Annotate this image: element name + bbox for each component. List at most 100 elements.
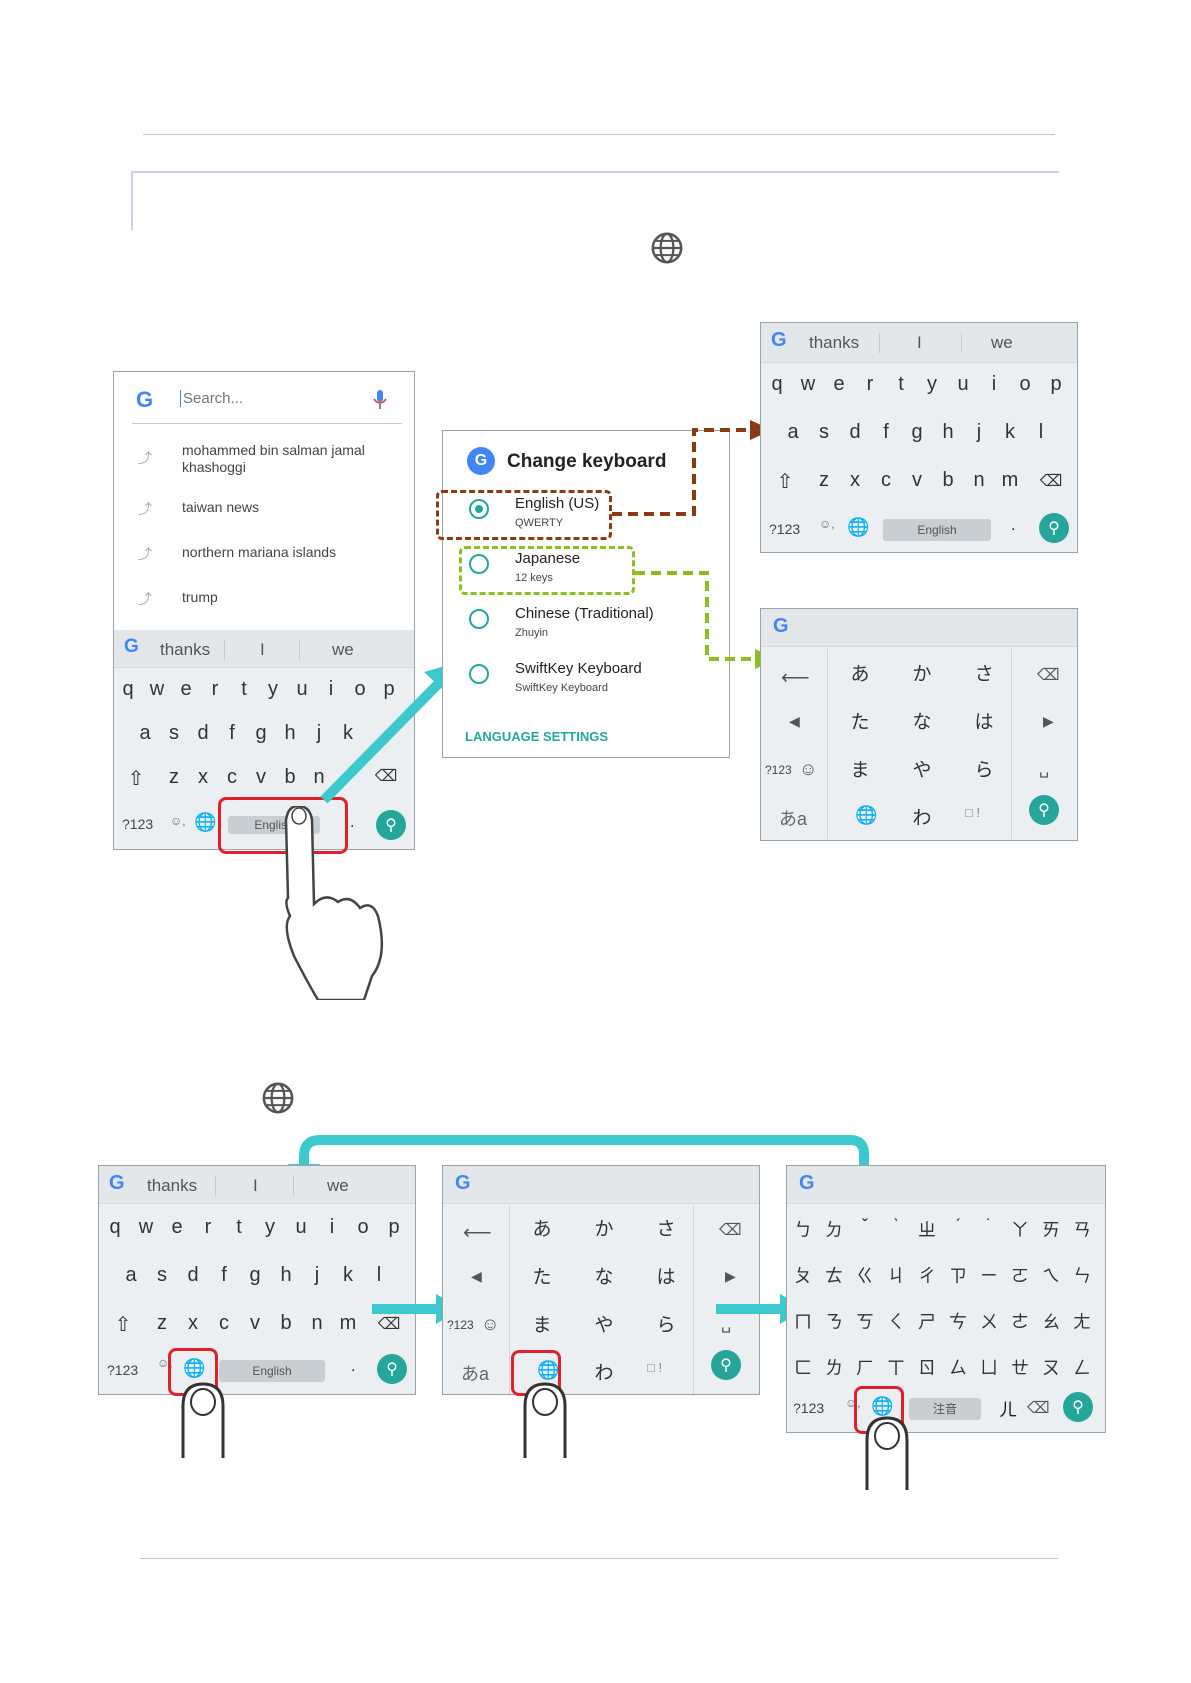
- zhuyin-key[interactable]: ㄍ: [856, 1266, 874, 1286]
- key-d[interactable]: d: [849, 421, 861, 443]
- kana-key-na[interactable]: な: [594, 1267, 614, 1288]
- zhuyin-key[interactable]: ㄅ: [794, 1220, 812, 1240]
- kana-key-ha[interactable]: は: [656, 1267, 676, 1288]
- key-z[interactable]: z: [157, 1312, 167, 1334]
- zhuyin-key[interactable]: ㄎ: [856, 1312, 874, 1332]
- suggestion-item[interactable]: thanks: [809, 333, 860, 352]
- suggestion-item[interactable]: I: [260, 640, 265, 659]
- back-arrow-icon[interactable]: ⟵: [463, 1222, 492, 1244]
- key-q[interactable]: q: [122, 678, 134, 700]
- right-arrow-icon[interactable]: ▶: [1043, 713, 1054, 729]
- key-x[interactable]: x: [188, 1312, 198, 1334]
- key-k[interactable]: k: [343, 722, 353, 744]
- space-bar[interactable]: 注音: [909, 1398, 981, 1420]
- left-arrow-icon[interactable]: ◀: [471, 1268, 482, 1284]
- key-l[interactable]: l: [1038, 421, 1044, 443]
- radio-icon[interactable]: [469, 664, 489, 684]
- key-j[interactable]: j: [316, 722, 322, 744]
- key-b[interactable]: b: [942, 469, 954, 491]
- globe-icon[interactable]: 🌐: [537, 1360, 560, 1380]
- zhuyin-key[interactable]: ㄐ: [887, 1266, 905, 1286]
- zhuyin-key[interactable]: ㄞ: [1042, 1220, 1060, 1240]
- period-key[interactable]: .: [351, 1358, 356, 1375]
- kana-key-ta[interactable]: た: [850, 712, 870, 733]
- key-e[interactable]: e: [833, 373, 845, 395]
- key-a[interactable]: a: [125, 1264, 137, 1286]
- language-settings-link[interactable]: LANGUAGE SETTINGS: [465, 729, 609, 744]
- key-s[interactable]: s: [819, 421, 829, 443]
- er-key[interactable]: ㄦ: [999, 1400, 1017, 1420]
- option-swiftkey[interactable]: SwiftKey Keyboard SwiftKey Keyboard: [443, 656, 729, 706]
- emoji-key[interactable]: ☺,: [819, 517, 835, 531]
- zhuyin-key[interactable]: ㄔ: [918, 1266, 936, 1286]
- kana-key-ya[interactable]: や: [594, 1315, 614, 1336]
- zhuyin-key[interactable]: ㄧ: [980, 1266, 998, 1286]
- shift-icon[interactable]: ⇧: [127, 768, 145, 790]
- zhuyin-key[interactable]: ㄤ: [1073, 1312, 1091, 1332]
- key-n[interactable]: n: [313, 766, 325, 788]
- radio-selected-icon[interactable]: [469, 499, 489, 519]
- key-h[interactable]: h: [284, 722, 296, 744]
- list-item[interactable]: ⤴ mohammed bin salman jamal khashoggi: [114, 442, 414, 482]
- key-g[interactable]: g: [255, 722, 267, 744]
- search-icon[interactable]: ⚲: [1063, 1392, 1093, 1422]
- space-key-icon[interactable]: ␣: [721, 1316, 732, 1333]
- globe-icon[interactable]: 🌐: [847, 517, 870, 537]
- key-i[interactable]: i: [329, 1216, 335, 1238]
- key-n[interactable]: n: [311, 1312, 323, 1334]
- symbols-key[interactable]: ?123: [447, 1318, 474, 1332]
- zhuyin-key[interactable]: ˙: [986, 1216, 992, 1236]
- zhuyin-key[interactable]: ˋ: [893, 1216, 899, 1236]
- backspace-icon[interactable]: ⌫: [1027, 1400, 1050, 1417]
- globe-icon[interactable]: 🌐: [183, 1358, 206, 1378]
- suggestion-item[interactable]: thanks: [160, 640, 211, 659]
- zhuyin-key[interactable]: ㄨ: [980, 1312, 998, 1332]
- key-k[interactable]: k: [343, 1264, 353, 1286]
- key-f[interactable]: f: [221, 1264, 227, 1286]
- zhuyin-key[interactable]: ㄟ: [1042, 1266, 1060, 1286]
- key-x[interactable]: x: [198, 766, 208, 788]
- key-f[interactable]: f: [229, 722, 235, 744]
- zhuyin-key[interactable]: ㄕ: [918, 1312, 936, 1332]
- space-bar[interactable]: English: [883, 519, 991, 541]
- key-y[interactable]: y: [265, 1216, 275, 1238]
- radio-icon[interactable]: [469, 554, 489, 574]
- emoji-icon[interactable]: ☺: [799, 759, 818, 779]
- zhuyin-key[interactable]: ㄗ: [949, 1266, 967, 1286]
- kana-key-ta[interactable]: た: [532, 1267, 552, 1288]
- zhuyin-key[interactable]: ㄇ: [794, 1312, 812, 1332]
- key-q[interactable]: q: [771, 373, 783, 395]
- backspace-icon[interactable]: ⌫: [374, 768, 398, 785]
- punctuation-key[interactable]: □ !: [647, 1360, 663, 1375]
- key-i[interactable]: i: [991, 373, 997, 395]
- key-g[interactable]: g: [911, 421, 923, 443]
- suggestion-item[interactable]: we: [991, 333, 1013, 352]
- right-arrow-icon[interactable]: ▶: [725, 1268, 736, 1284]
- key-v[interactable]: v: [256, 766, 266, 788]
- symbols-key[interactable]: ?123: [765, 763, 792, 777]
- key-m[interactable]: m: [1001, 469, 1019, 491]
- key-w[interactable]: w: [149, 678, 165, 700]
- key-v[interactable]: v: [912, 469, 922, 491]
- key-d[interactable]: d: [197, 722, 209, 744]
- kana-key-wa[interactable]: わ: [594, 1363, 614, 1384]
- key-c[interactable]: c: [219, 1312, 229, 1334]
- key-x[interactable]: x: [850, 469, 860, 491]
- key-j[interactable]: j: [314, 1264, 320, 1286]
- kana-key-ra[interactable]: ら: [656, 1315, 676, 1336]
- key-m[interactable]: m: [339, 1312, 357, 1334]
- shift-icon[interactable]: ⇧: [776, 471, 794, 493]
- kana-key-na[interactable]: な: [912, 712, 932, 733]
- kana-key-a[interactable]: あ: [850, 664, 870, 685]
- kana-key-a[interactable]: あ: [532, 1219, 552, 1240]
- globe-icon[interactable]: 🌐: [855, 805, 878, 825]
- key-u[interactable]: u: [295, 1216, 307, 1238]
- space-bar[interactable]: English: [219, 1360, 325, 1382]
- radio-icon[interactable]: [469, 609, 489, 629]
- backspace-icon[interactable]: ⌫: [377, 1316, 401, 1333]
- space-key-icon[interactable]: ␣: [1039, 761, 1050, 778]
- key-k[interactable]: k: [1005, 421, 1015, 443]
- zhuyin-key[interactable]: ㄜ: [1011, 1312, 1029, 1332]
- kana-key-ha[interactable]: は: [974, 712, 994, 733]
- key-e[interactable]: e: [180, 678, 192, 700]
